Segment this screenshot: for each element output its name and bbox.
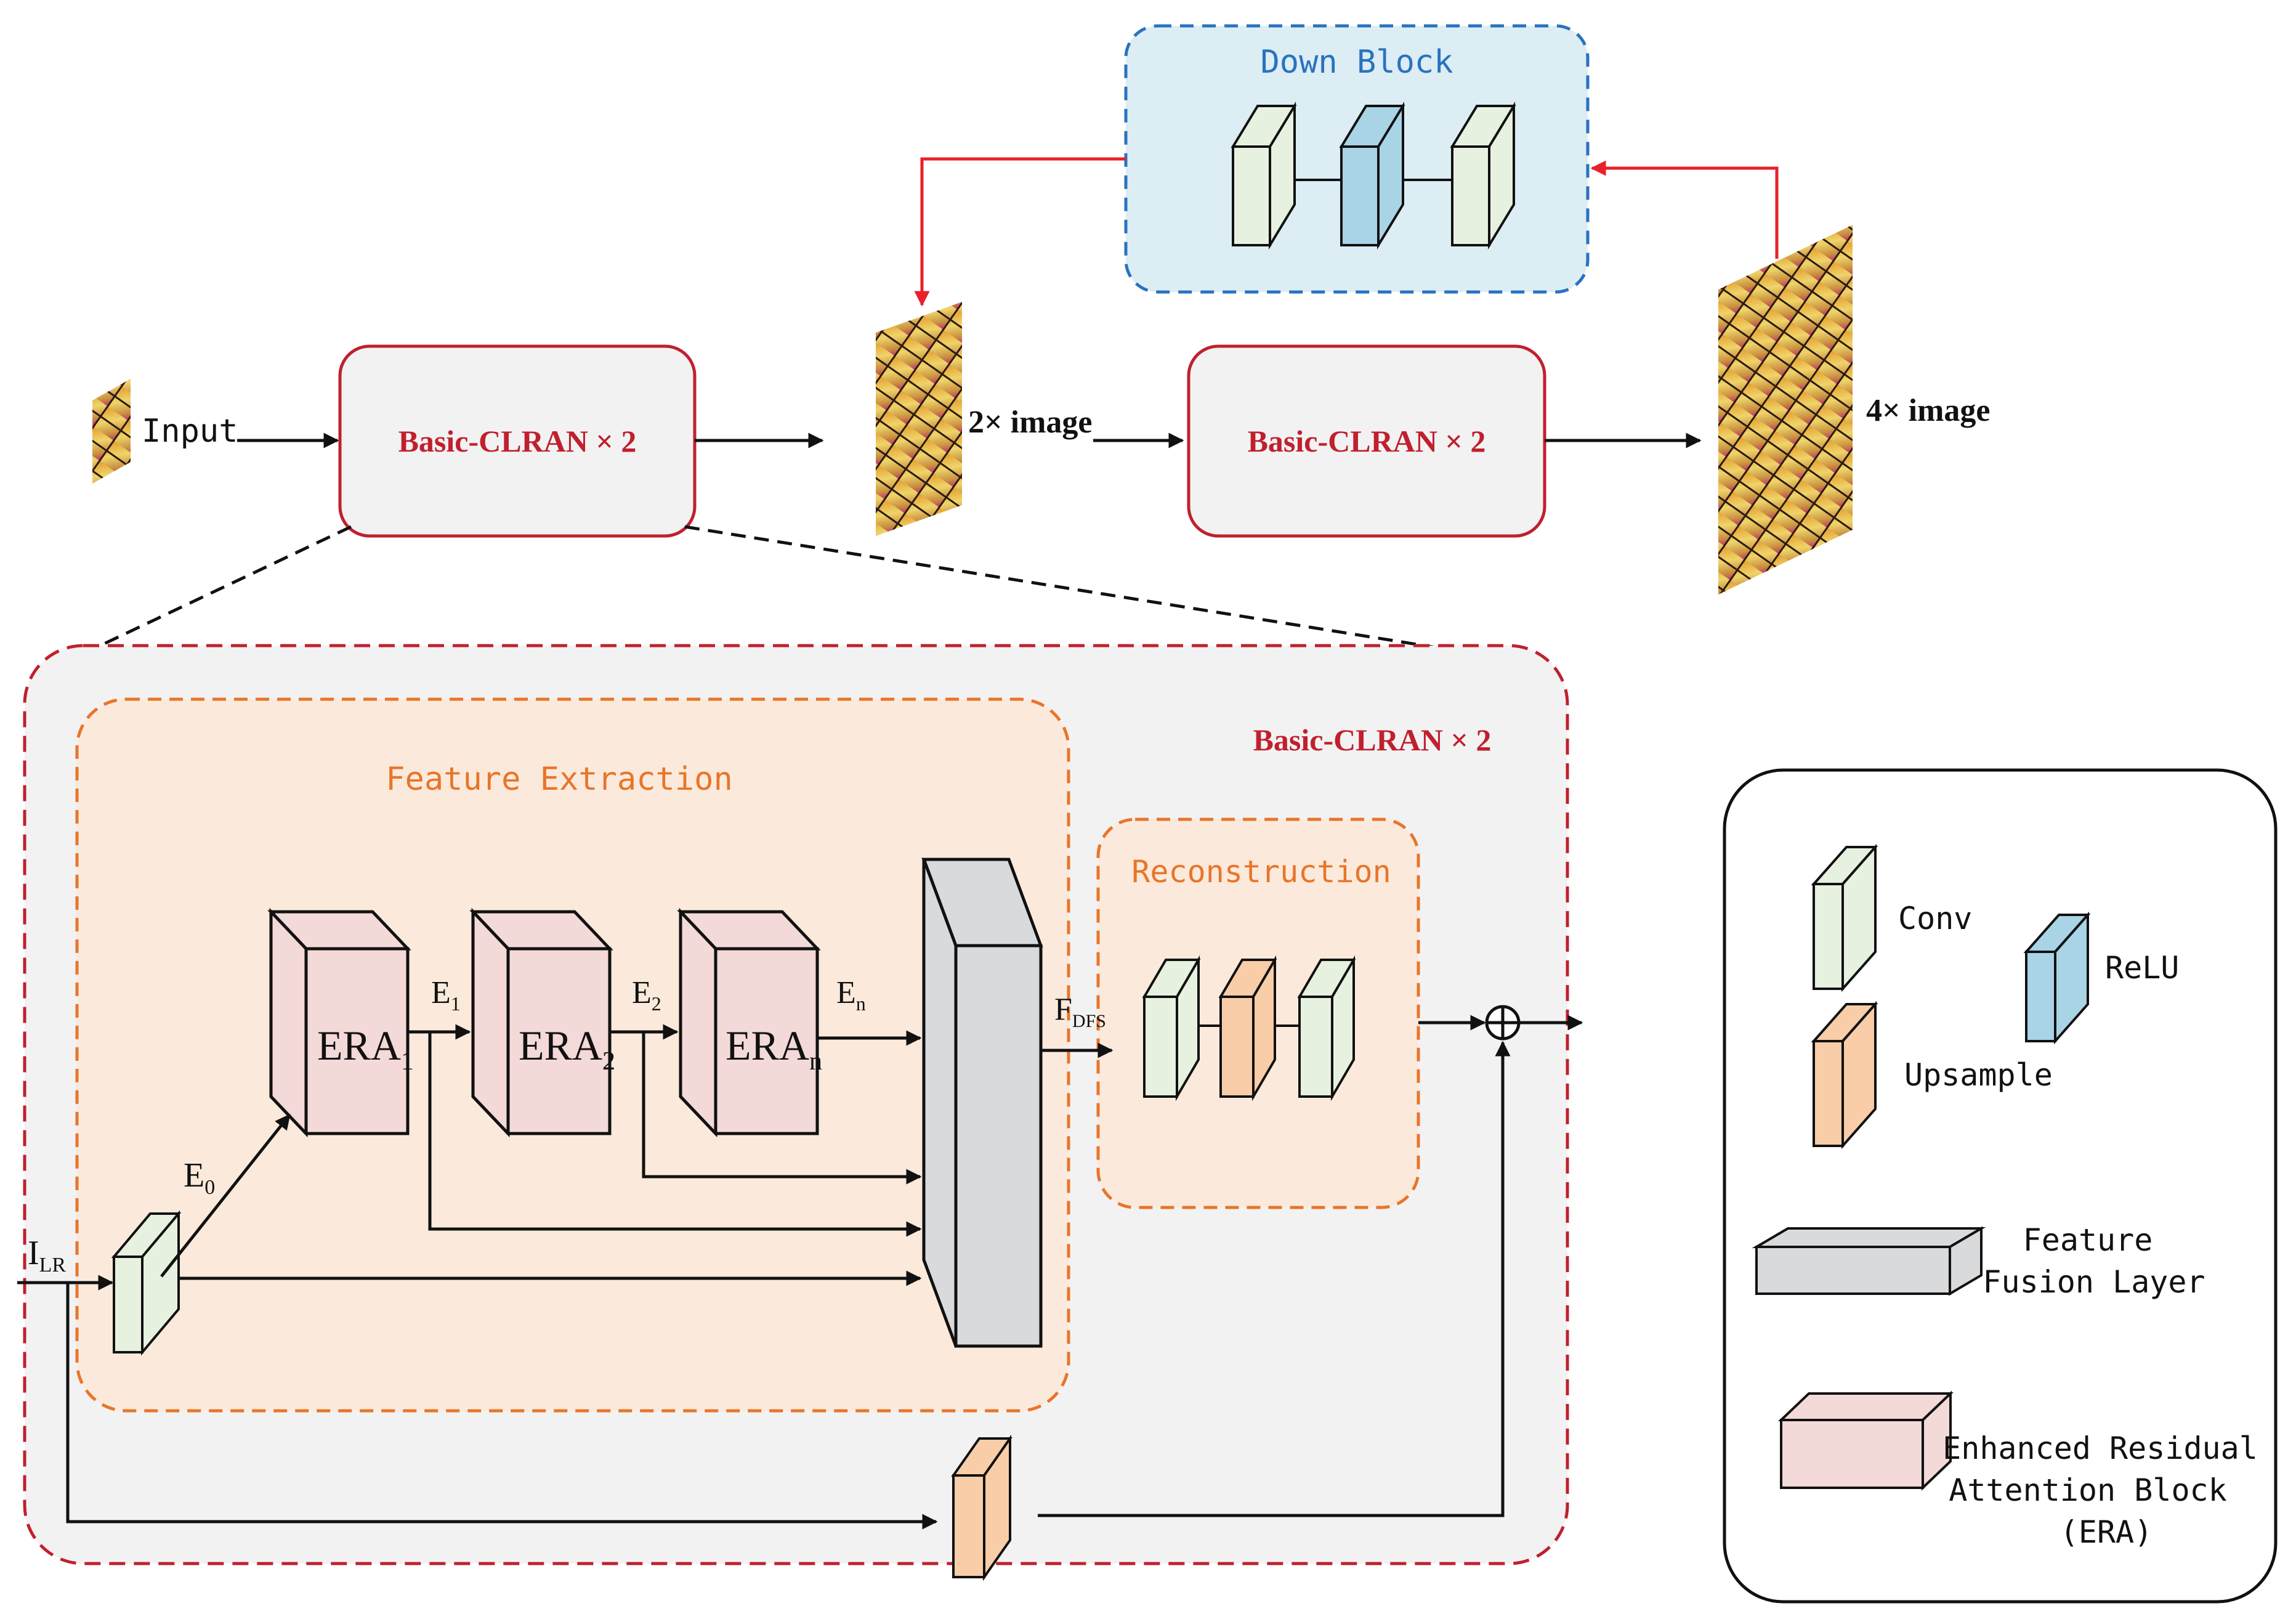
image-2x — [876, 302, 962, 536]
legend-fusion-label-1: Feature — [2023, 1222, 2153, 1258]
input-lr-sub: LR — [39, 1254, 67, 1276]
basic-clran-block-2-label: Basic-CLRAN × 2 — [1248, 424, 1486, 458]
e2-sub: 2 — [652, 992, 661, 1015]
legend-era-label-2: Attention Block — [1949, 1472, 2227, 1508]
feedback-arrow-from-4x — [1590, 160, 1779, 259]
svg-text:ILR: ILR — [28, 1234, 66, 1276]
feature-extraction-label: Feature Extraction — [386, 761, 733, 798]
input-lr-label: I — [28, 1234, 39, 1272]
legend-relu-icon — [2023, 911, 2091, 1045]
e1-label: E — [431, 975, 451, 1010]
recon-conv-1 — [1142, 955, 1201, 1102]
en-sub: n — [856, 992, 866, 1015]
fdfs-sub: DFS — [1072, 1011, 1106, 1031]
era-block-1 — [267, 907, 411, 1138]
image-4x-label: 4× image — [1866, 393, 1990, 428]
e0-label: E — [184, 1156, 204, 1195]
era1-label: ERA — [317, 1022, 401, 1069]
era2-label: ERA — [519, 1022, 602, 1069]
e0-arrow — [160, 1114, 291, 1278]
detail-title: Basic-CLRAN × 2 — [1253, 723, 1492, 757]
basic-clran-block-1-label: Basic-CLRAN × 2 — [398, 424, 637, 458]
global-skip-line — [66, 1283, 938, 1530]
e2-label: E — [632, 975, 652, 1010]
down-block-label: Down Block — [1260, 44, 1453, 81]
global-upsample — [951, 1434, 1013, 1581]
reconstruction-label: Reconstruction — [1131, 854, 1391, 890]
era2-sub: 2 — [602, 1047, 615, 1076]
en-label: E — [836, 975, 856, 1010]
svg-text:FDFS: FDFS — [1054, 992, 1106, 1031]
svg-text:E2: E2 — [632, 975, 661, 1015]
input-conv — [111, 1210, 182, 1356]
svg-text:ERA2: ERA2 — [519, 1022, 615, 1076]
svg-text:E1: E1 — [431, 975, 461, 1015]
svg-text:En: En — [836, 975, 866, 1015]
down-conv-1 — [1231, 101, 1297, 250]
e1-sub: 1 — [451, 992, 461, 1015]
legend-fusion-label-2: Fusion Layer — [1983, 1264, 2205, 1300]
input-label: Input — [142, 413, 238, 450]
legend-relu-label: ReLU — [2105, 950, 2179, 986]
legend-era-label-3: (ERA) — [2060, 1514, 2153, 1550]
image-4x — [1718, 225, 1853, 594]
upsample-to-sum-line — [1038, 1041, 1511, 1517]
down-conv-2 — [1450, 101, 1516, 250]
recon-upsample — [1218, 955, 1277, 1102]
e2-to-fusion-line — [642, 1032, 922, 1185]
e0-sub: 0 — [204, 1176, 215, 1199]
e1-to-fusion-line — [428, 1032, 922, 1237]
input-image — [92, 379, 131, 484]
legend-conv-icon — [1811, 843, 1878, 992]
svg-text:E0: E0 — [184, 1156, 215, 1199]
eran-sub: n — [809, 1047, 822, 1076]
svg-text:ERA1: ERA1 — [317, 1022, 414, 1076]
legend-era-icon — [1778, 1390, 1954, 1491]
feedback-arrow-to-2x — [914, 157, 1126, 307]
legend-upsample-icon — [1811, 1000, 1878, 1150]
eran-label: ERA — [726, 1022, 809, 1069]
recon-conv-2 — [1297, 955, 1356, 1102]
fdfs-label: F — [1054, 992, 1072, 1027]
down-relu — [1339, 101, 1405, 250]
era1-sub: 1 — [401, 1047, 414, 1076]
legend-fusion-icon — [1752, 1226, 1986, 1296]
svg-text:ERAn: ERAn — [726, 1022, 822, 1076]
legend-upsample-label: Upsample — [1904, 1057, 2053, 1093]
image-2x-label: 2× image — [968, 405, 1092, 440]
legend-conv-label: Conv — [1898, 901, 1972, 936]
feature-fusion-layer — [921, 858, 1043, 1348]
era-block-n — [677, 907, 821, 1138]
era-block-2 — [469, 907, 613, 1138]
legend-era-label-1: Enhanced Residual — [1942, 1430, 2258, 1466]
